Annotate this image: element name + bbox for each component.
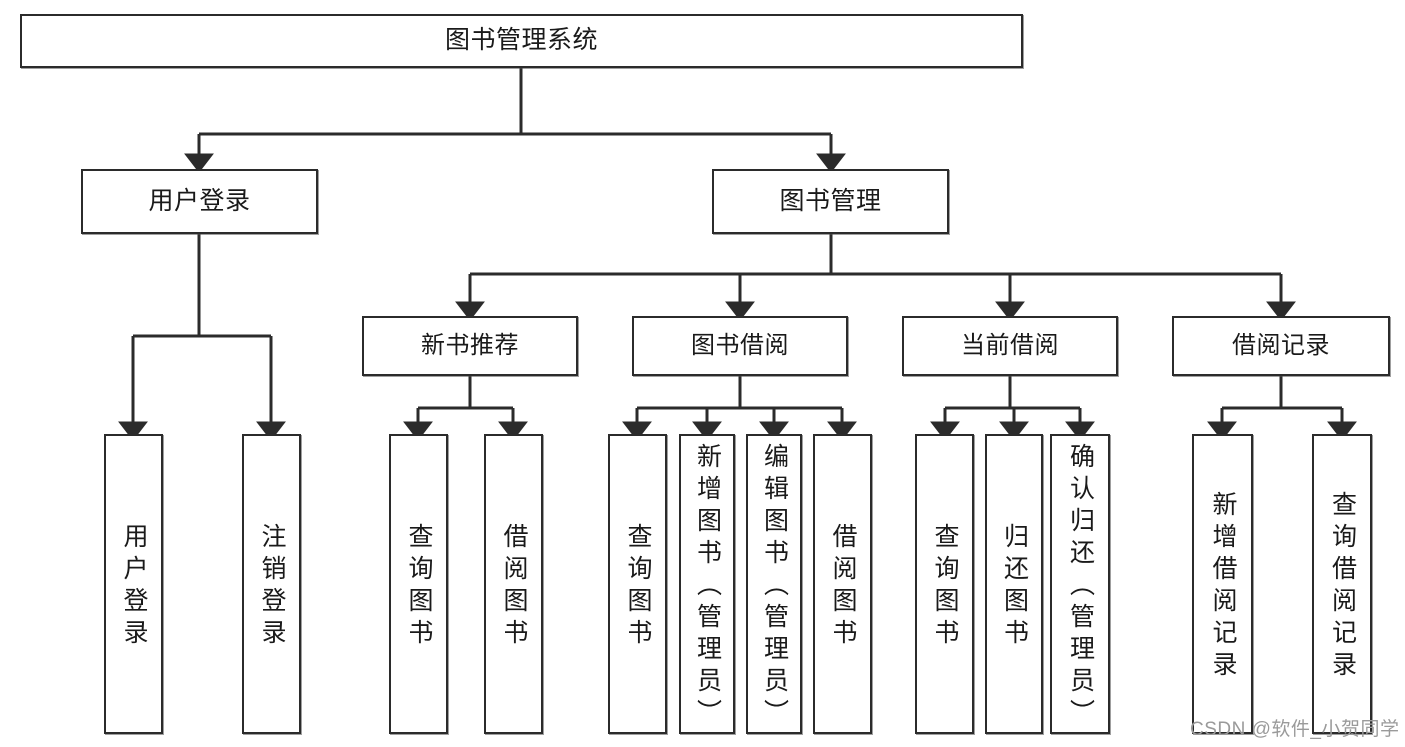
node-leaf-add-book-admin[interactable]: 新增图书（管理员） <box>679 434 735 734</box>
node-leaf-query-book-recommend-label: 查询图书 <box>405 523 433 651</box>
node-leaf-return-book[interactable]: 归还图书 <box>985 434 1043 734</box>
node-book-borrow-label: 图书借阅 <box>691 331 789 359</box>
node-leaf-user-login-label: 用户登录 <box>120 523 148 651</box>
node-book-management-label: 图书管理 <box>779 186 882 215</box>
node-current-borrow[interactable]: 当前借阅 <box>902 316 1118 376</box>
csdn-watermark: CSDN @软件_小贺同学 <box>1190 719 1400 740</box>
node-leaf-query-borrow-record-label: 查询借阅记录 <box>1328 491 1357 683</box>
node-leaf-add-borrow-record[interactable]: 新增借阅记录 <box>1192 434 1253 734</box>
node-leaf-add-book-admin-label: 新增图书（管理员） <box>693 443 722 731</box>
node-leaf-edit-book-admin[interactable]: 编辑图书（管理员） <box>746 434 802 734</box>
node-root-book-management-system[interactable]: 图书管理系统 <box>20 14 1023 68</box>
node-leaf-confirm-return-admin-label: 确认归还（管理员） <box>1066 443 1095 731</box>
node-leaf-borrow-book-recommend-label: 借阅图书 <box>500 523 528 651</box>
node-user-login-label: 用户登录 <box>148 186 251 215</box>
node-user-login[interactable]: 用户登录 <box>81 169 318 234</box>
node-leaf-query-borrow-record[interactable]: 查询借阅记录 <box>1312 434 1372 734</box>
node-leaf-logout-label: 注销登录 <box>258 523 286 651</box>
node-leaf-borrow-book-recommend[interactable]: 借阅图书 <box>484 434 543 734</box>
node-leaf-logout[interactable]: 注销登录 <box>242 434 301 734</box>
node-leaf-borrow-book[interactable]: 借阅图书 <box>813 434 872 734</box>
node-leaf-query-book-recommend[interactable]: 查询图书 <box>389 434 448 734</box>
node-leaf-query-book-current-label: 查询图书 <box>931 523 959 651</box>
node-root-label: 图书管理系统 <box>444 26 598 55</box>
node-leaf-add-borrow-record-label: 新增借阅记录 <box>1209 491 1237 683</box>
node-book-borrow[interactable]: 图书借阅 <box>632 316 848 376</box>
node-leaf-query-book-borrow-label: 查询图书 <box>624 523 652 651</box>
node-book-management[interactable]: 图书管理 <box>712 169 949 234</box>
node-leaf-confirm-return-admin[interactable]: 确认归还（管理员） <box>1050 434 1110 734</box>
node-borrow-record[interactable]: 借阅记录 <box>1172 316 1390 376</box>
node-leaf-borrow-book-label: 借阅图书 <box>829 523 857 651</box>
node-leaf-edit-book-admin-label: 编辑图书（管理员） <box>760 443 789 731</box>
node-new-book-recommend[interactable]: 新书推荐 <box>362 316 578 376</box>
node-leaf-user-login[interactable]: 用户登录 <box>104 434 163 734</box>
node-leaf-return-book-label: 归还图书 <box>1000 523 1029 651</box>
node-new-book-recommend-label: 新书推荐 <box>421 331 519 359</box>
node-current-borrow-label: 当前借阅 <box>961 331 1059 359</box>
node-leaf-query-book-borrow[interactable]: 查询图书 <box>608 434 667 734</box>
node-borrow-record-label: 借阅记录 <box>1232 331 1330 359</box>
node-leaf-query-book-current[interactable]: 查询图书 <box>915 434 974 734</box>
